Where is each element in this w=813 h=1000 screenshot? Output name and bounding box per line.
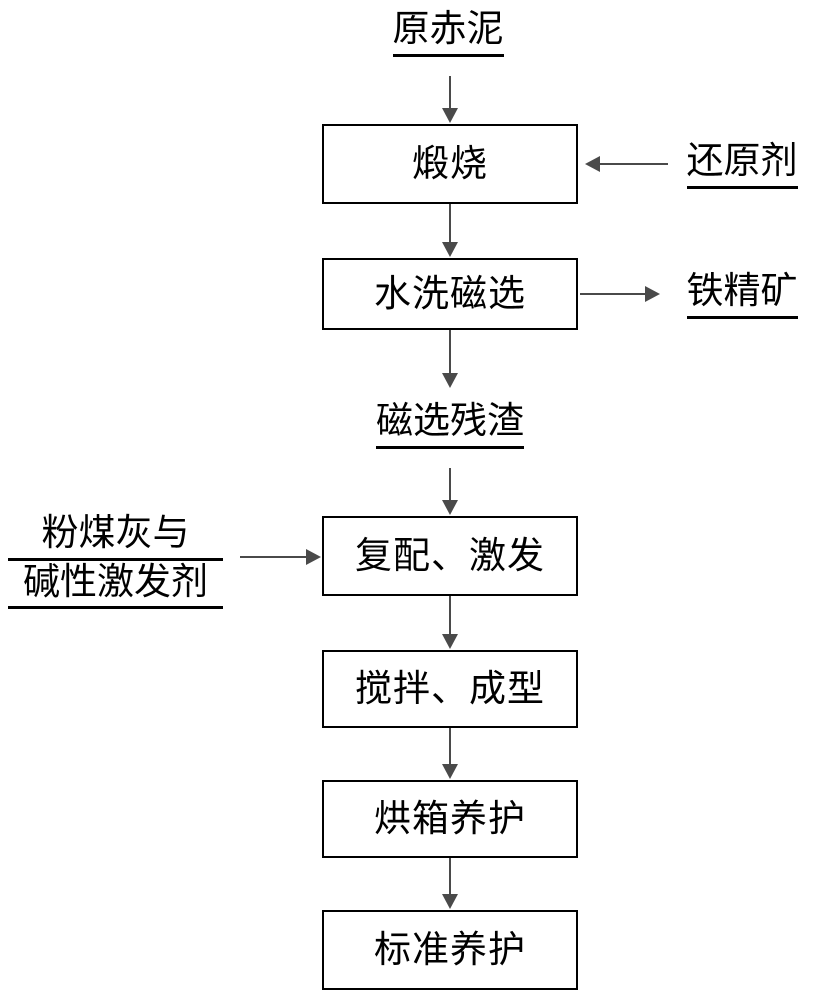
intermediate-label-magnetic-residue: 磁选残渣	[330, 400, 570, 449]
arrowhead-flyash-to-compounding	[306, 549, 321, 565]
arrowhead-compounding-to-mixing	[442, 634, 458, 649]
arrowhead-washing-to-residue	[442, 373, 458, 388]
arrowhead-washing-to-iron-concentrate	[645, 286, 660, 302]
intermediate-label-magnetic-residue-text: 磁选残渣	[376, 400, 524, 449]
connector-calcination-to-washing	[449, 204, 451, 244]
input-label-reducing-agent: 还原剂	[676, 140, 808, 189]
connector-residue-to-compounding	[449, 468, 451, 502]
connector-oven-curing-to-standard-curing	[449, 858, 451, 896]
output-label-iron-concentrate-text: 铁精矿	[686, 270, 798, 319]
connector-washing-to-iron-concentrate	[580, 293, 648, 295]
process-step-oven-curing[interactable]: 烘箱养护	[322, 780, 578, 858]
output-label-iron-concentrate: 铁精矿	[676, 270, 808, 319]
connector-raw-red-mud-to-calcination	[449, 76, 451, 110]
connector-reducing-agent-to-calcination	[600, 163, 668, 165]
arrowhead-residue-to-compounding	[442, 500, 458, 515]
connector-flyash-to-compounding	[240, 556, 308, 558]
input-label-reducing-agent-text: 还原剂	[686, 140, 798, 189]
connector-compounding-to-mixing	[449, 596, 451, 636]
process-step-compounding-activation[interactable]: 复配、激发	[322, 516, 578, 596]
input-label-raw-red-mud-text: 原赤泥	[392, 8, 504, 57]
arrowhead-reducing-agent-to-calcination	[585, 156, 600, 172]
arrowhead-mixing-to-oven-curing	[442, 764, 458, 779]
arrowhead-raw-red-mud-to-calcination	[442, 108, 458, 123]
arrowhead-oven-curing-to-standard-curing	[442, 894, 458, 909]
input-label-flyash-line1: 粉煤灰与	[8, 512, 223, 561]
connector-mixing-to-oven-curing	[449, 728, 451, 766]
input-label-flyash-line2: 碱性激发剂	[8, 561, 223, 610]
process-step-standard-curing[interactable]: 标准养护	[322, 910, 578, 990]
process-step-calcination[interactable]: 煅烧	[322, 124, 578, 204]
process-step-water-washing-magnetic-separation[interactable]: 水洗磁选	[322, 258, 578, 330]
input-label-raw-red-mud: 原赤泥	[338, 8, 558, 57]
arrowhead-calcination-to-washing	[442, 242, 458, 257]
input-label-flyash-and-alkali-activator: 粉煤灰与 碱性激发剂	[8, 512, 223, 610]
process-step-mixing-forming[interactable]: 搅拌、成型	[322, 650, 578, 728]
connector-washing-to-residue	[449, 330, 451, 375]
